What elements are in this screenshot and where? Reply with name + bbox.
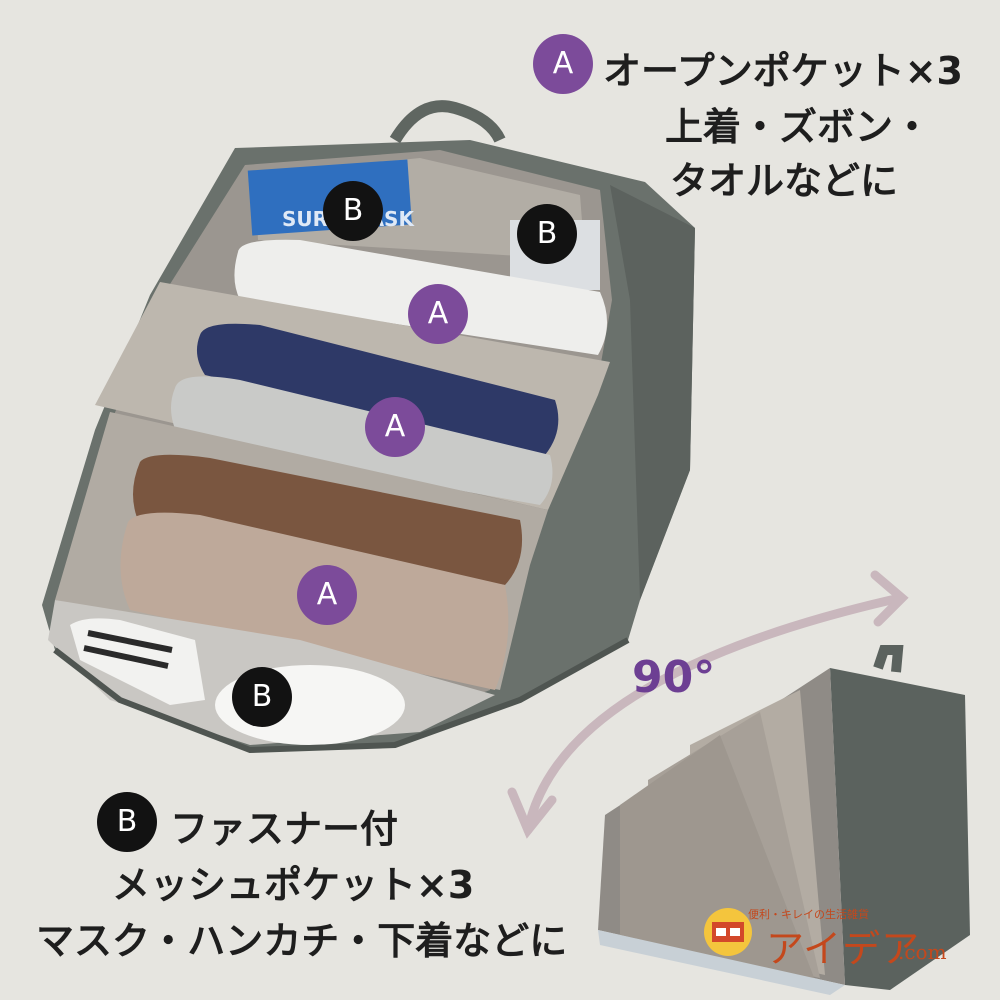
badge-a-top-pocket: A: [408, 284, 468, 344]
badge-a-middle-pocket: A: [365, 397, 425, 457]
callout-b-badge: B: [97, 792, 157, 852]
badge-b-back-pocket-left: B: [323, 181, 383, 241]
rotation-label: 90°: [632, 652, 716, 703]
logo-tagline: 便利・キレイの生活雑貨: [748, 908, 869, 921]
logo-name: アイデア: [766, 927, 921, 971]
callout-a-line2: 上着・ズボン・: [665, 105, 932, 149]
callout-b-line3: マスク・ハンカチ・下着などに: [36, 919, 568, 963]
callout-a-line3: タオルなどに: [670, 159, 899, 203]
main-bag-photo: SURF MASK: [42, 100, 695, 754]
logo-suffix: .com: [898, 940, 947, 964]
open-bag-photo: [598, 645, 970, 995]
callout-a-badge: A: [533, 34, 593, 94]
badge-a-bottom-pocket: A: [297, 565, 357, 625]
callout-b-title: ファスナー付: [170, 807, 399, 851]
badge-b-back-pocket-right: B: [517, 204, 577, 264]
rotation-arrow: [507, 570, 909, 839]
callout-b-line2: メッシュポケット×3: [112, 863, 475, 907]
badge-b-front-pocket: B: [232, 667, 292, 727]
logo-mark: [704, 908, 752, 956]
callout-a-title: オープンポケット×3: [603, 49, 964, 93]
